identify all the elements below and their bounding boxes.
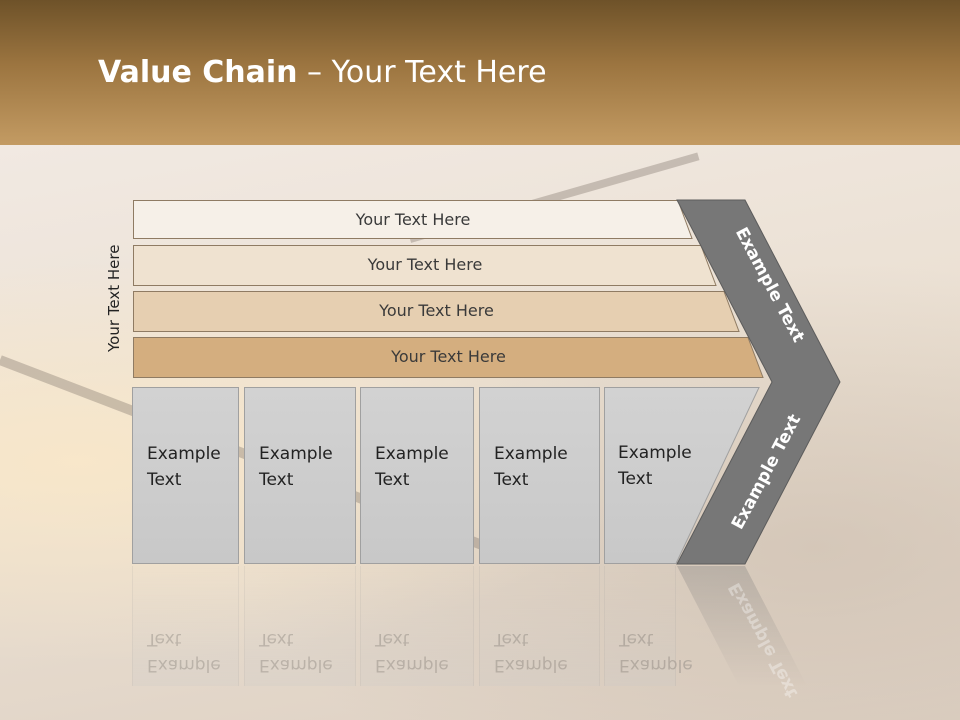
page-title: Value Chain – Your Text Here: [98, 55, 547, 90]
activity-box-2[interactable]: Example Text: [244, 387, 356, 564]
value-row-1[interactable]: Your Text Here: [133, 200, 693, 239]
activity-box-1[interactable]: Example Text: [132, 387, 239, 564]
value-row-3-shape: [133, 291, 740, 332]
title-band: [0, 0, 960, 145]
value-row-3-label: Your Text Here: [379, 301, 494, 320]
activity-box-3-line1: Example: [375, 444, 449, 464]
activity-box-2-line1: Example: [259, 444, 333, 464]
value-row-4[interactable]: Your Text Here: [133, 337, 764, 378]
activity-box-5-line2: Text: [618, 469, 653, 489]
side-label: Your Text Here: [105, 244, 123, 352]
value-row-1-label: Your Text Here: [355, 210, 471, 229]
activity-box-4[interactable]: Example Text: [479, 387, 600, 564]
value-row-4-label: Your Text Here: [391, 347, 506, 366]
activity-box-3-line2: Text: [375, 470, 410, 490]
chevron-reflection: [677, 566, 807, 686]
activity-box-2-line2: Text: [259, 470, 294, 490]
value-row-2-shape: [133, 245, 717, 286]
page-title-rest: – Your Text Here: [297, 55, 547, 90]
value-row-2[interactable]: Your Text Here: [133, 245, 717, 286]
value-row-2-label: Your Text Here: [367, 255, 483, 274]
activity-box-5-shape: [604, 387, 760, 564]
activity-box-1-line1: Example: [147, 444, 221, 464]
margin-chevron[interactable]: [672, 198, 842, 568]
page-title-bold: Value Chain: [98, 55, 298, 90]
value-row-1-shape: [133, 200, 693, 239]
activity-box-4-line1: Example: [494, 444, 568, 464]
value-row-3[interactable]: Your Text Here: [133, 291, 740, 332]
value-row-4-shape: [133, 337, 764, 378]
activity-box-3[interactable]: Example Text: [360, 387, 474, 564]
activity-box-5[interactable]: Example Text: [604, 387, 760, 564]
activity-box-4-line2: Text: [494, 470, 529, 490]
activity-box-5-line1: Example: [618, 443, 692, 463]
activity-box-1-line2: Text: [147, 470, 182, 490]
